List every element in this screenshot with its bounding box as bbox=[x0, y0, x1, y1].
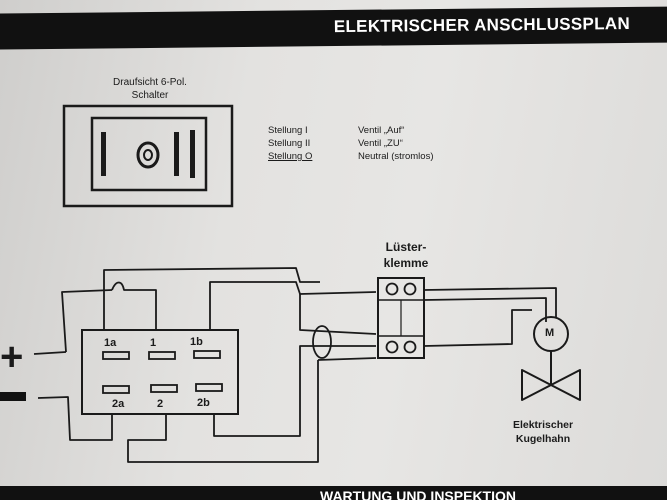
wire-2-bottom-rail bbox=[127, 360, 319, 463]
terminal-label-2a: 2a bbox=[112, 398, 125, 410]
wire-cross-lower bbox=[317, 357, 377, 361]
luster-screw-bottom-left bbox=[385, 340, 399, 354]
legend-functions: Ventil „Auf“ Ventil „ZU“ Neutral (stroml… bbox=[358, 124, 434, 163]
terminal-2b-contact bbox=[195, 383, 223, 392]
switch-outer-frame bbox=[62, 104, 234, 208]
valve-label-line2: Kugelhahn bbox=[515, 433, 571, 445]
valve-label-line1: Elektrischer bbox=[512, 419, 574, 431]
switch-terminal-block bbox=[81, 329, 239, 415]
valve-label: Elektrischer Kugelhahn bbox=[498, 418, 588, 446]
wire-luster-to-motor-top bbox=[423, 287, 557, 318]
legend-positions: Stellung I Stellung II Stellung O bbox=[268, 124, 312, 163]
switch-caption-line1: Draufsicht 6-Pol. bbox=[113, 77, 187, 88]
switch-bar-mid bbox=[174, 132, 179, 176]
wire-crossover-jumper bbox=[312, 325, 332, 359]
legend-function-3: Neutral (stromlos) bbox=[358, 151, 434, 162]
terminal-2-contact bbox=[150, 384, 178, 393]
wire-1b-to-luster bbox=[209, 281, 377, 330]
wire-2b-to-luster bbox=[213, 345, 376, 437]
switch-caption: Draufsicht 6-Pol. Schalter bbox=[95, 76, 205, 102]
switch-bar-right bbox=[190, 130, 195, 178]
legend-function-1: Ventil „Auf“ bbox=[358, 125, 405, 136]
motor-label: M bbox=[545, 327, 555, 339]
wire-1a-bridge bbox=[103, 267, 320, 330]
terminal-label-2b: 2b bbox=[197, 397, 210, 409]
luster-terminal-label: Lüster- klemme bbox=[376, 239, 436, 271]
next-section-title: WARTUNG UND INSPEKTION bbox=[320, 488, 516, 500]
wire-left-loop bbox=[61, 289, 113, 353]
switch-bar-left bbox=[101, 132, 106, 176]
wire-luster-to-motor-mid bbox=[423, 297, 547, 322]
terminal-label-2: 2 bbox=[157, 398, 164, 410]
legend-position-3: Stellung O bbox=[268, 151, 313, 162]
terminal-1b-contact bbox=[193, 350, 221, 359]
switch-caption-line2: Schalter bbox=[131, 90, 169, 101]
plus-terminal-symbol: + bbox=[0, 335, 24, 379]
legend-position-1: Stellung I bbox=[268, 125, 308, 136]
luster-label-line1: Lüster- bbox=[385, 240, 427, 254]
wire-1a-hump bbox=[111, 281, 157, 330]
valve-symbol bbox=[521, 369, 581, 401]
switch-pivot-inner bbox=[143, 149, 153, 161]
wire-luster-to-motor-bottom bbox=[423, 309, 532, 347]
terminal-label-1a: 1a bbox=[104, 337, 117, 349]
switch-pivot-outer bbox=[136, 141, 160, 169]
luster-terminal-body bbox=[377, 277, 425, 359]
terminal-1a-contact bbox=[102, 351, 130, 360]
luster-screw-top-right bbox=[403, 282, 417, 296]
legend-function-2: Ventil „ZU“ bbox=[358, 138, 403, 149]
luster-screw-bottom-right bbox=[403, 340, 417, 354]
wire-plus-supply bbox=[33, 351, 67, 355]
wire-minus-supply bbox=[37, 396, 113, 441]
terminal-label-1: 1 bbox=[150, 337, 157, 349]
terminal-label-1b: 1b bbox=[190, 336, 203, 348]
terminal-2a-contact bbox=[102, 385, 130, 394]
terminal-1-contact bbox=[148, 351, 176, 360]
legend-position-2: Stellung II bbox=[268, 138, 311, 149]
luster-screw-top-left bbox=[385, 282, 399, 296]
wire-cross-upper bbox=[299, 294, 377, 335]
footer-bar: WARTUNG UND INSPEKTION bbox=[0, 486, 667, 500]
switch-inner-frame bbox=[90, 116, 208, 192]
luster-label-line2: klemme bbox=[383, 256, 429, 270]
minus-terminal-symbol bbox=[0, 392, 26, 401]
